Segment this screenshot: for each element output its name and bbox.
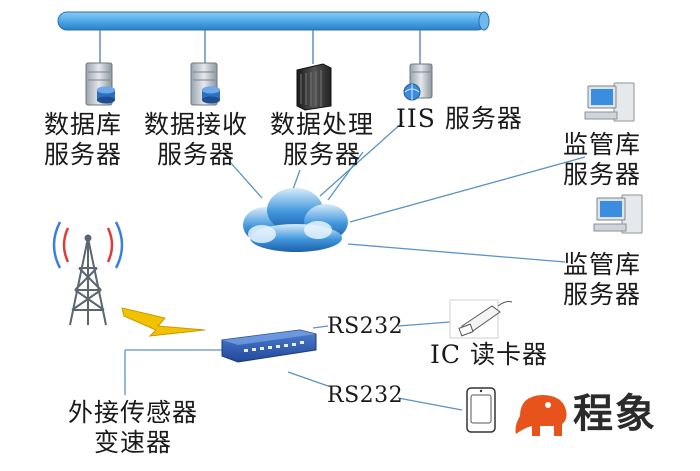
label-line: 服务器	[157, 140, 236, 169]
data-terminal-icon	[221, 329, 317, 363]
bus-drop-lines	[99, 30, 421, 64]
cloud-icon	[243, 188, 348, 252]
label-proc-server: 数据处理 服务器	[270, 110, 374, 170]
label-line: 服务器	[283, 140, 362, 169]
network-bus	[57, 11, 490, 31]
logo-text: 程象	[573, 391, 657, 437]
iis-server-icon	[403, 63, 433, 101]
label-line: 数据处理	[270, 110, 375, 139]
label-iis-server: IIS 服务器	[396, 104, 523, 133]
database-server-icon	[85, 62, 115, 106]
label-line: 数据接收	[144, 110, 249, 139]
label-line: 服务器	[44, 140, 123, 169]
monitor-computer-icon	[593, 194, 643, 234]
lightning-icon	[121, 307, 206, 337]
label-recv-server: 数据接收 服务器	[144, 110, 248, 170]
label-rs232-reader: RS232	[327, 314, 404, 339]
connection-lines	[124, 121, 586, 411]
label-ic-reader: IC 读卡器	[430, 340, 548, 369]
card-reader-icon	[449, 299, 513, 339]
label-line: 外接传感器	[68, 398, 199, 427]
receive-server-icon	[190, 62, 220, 106]
radio-tower-icon	[52, 221, 124, 326]
elephant-logo-icon	[515, 395, 567, 436]
label-line: 数据库	[44, 110, 123, 139]
label-monitor-server-2: 监管库 服务器	[563, 250, 641, 310]
label-line: 服务器	[563, 160, 642, 189]
label-sensor: 外接传感器 变速器	[68, 398, 198, 458]
label-line: 监管库	[563, 250, 642, 279]
label-line: 变速器	[94, 428, 173, 457]
label-rs232-handheld: RS232	[327, 383, 404, 408]
label-line: 服务器	[563, 280, 642, 309]
monitor-computer-icon	[584, 82, 635, 122]
label-db-server: 数据库 服务器	[44, 110, 122, 170]
handheld-device-icon	[466, 387, 496, 433]
label-line: 监管库	[563, 130, 642, 159]
label-monitor-server-1: 监管库 服务器	[563, 130, 641, 190]
server-rack-icon	[296, 63, 332, 111]
